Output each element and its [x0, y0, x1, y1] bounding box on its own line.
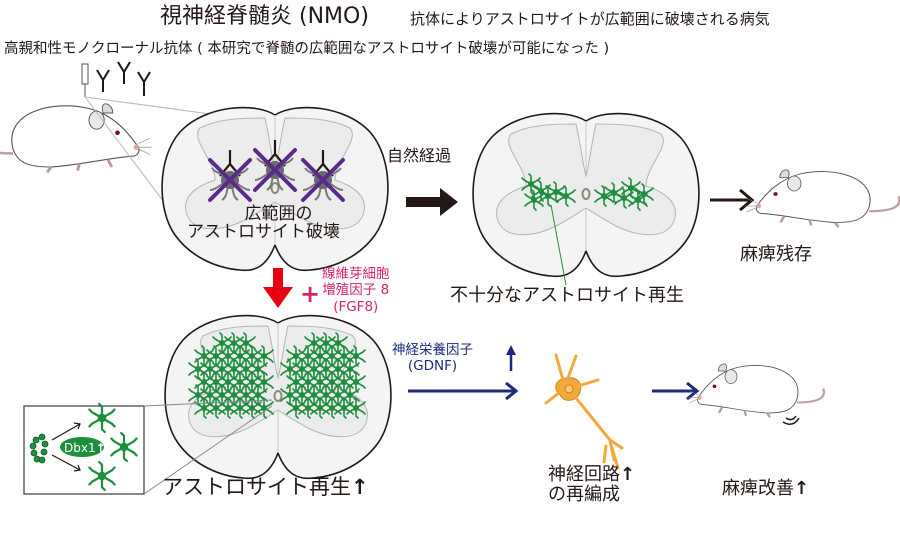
ependymal-cell-cluster-icon [29, 433, 49, 464]
circuit-line2: の再編成 [548, 484, 620, 506]
natural-course-label: 自然経過 [387, 146, 452, 165]
neuron-icon [544, 353, 624, 470]
motion-lines [782, 415, 800, 425]
inset-panel [23, 399, 273, 495]
lesion-label-line1: 広範囲の [244, 204, 313, 224]
gdnf-line2: (GDNF) [407, 358, 458, 375]
up-arrow-icon: ↑ [351, 475, 369, 499]
improve-text: 麻痺改善 [722, 478, 794, 499]
fgf8-line2: 増殖因子 8 [322, 282, 390, 299]
fgf8-line3: (FGF8) [333, 298, 379, 315]
treatment-arrow [263, 268, 293, 308]
regen-text: アストロサイト再生 [162, 475, 351, 499]
paralysis-remains-label: 麻痺残存 [740, 244, 812, 265]
spinal-cord-insufficient-regen [472, 112, 700, 278]
up-arrow-icon: ↑ [794, 478, 810, 499]
antibody-note: 高親和性モノクローナル抗体 ( 本研究で脊髄の広範囲なアストロサイト破壊が可能に… [4, 41, 610, 57]
gdnf-arrow [408, 345, 519, 401]
pointer-line [550, 204, 567, 286]
mouse-icon [686, 362, 826, 419]
paralysis-improved-label: 麻痺改善↑ [722, 480, 809, 498]
mouse-icon [0, 102, 154, 174]
page-subtitle: 抗体によりアストロサイトが広範囲に破壊される病気 [410, 10, 770, 28]
gdnf-label: 神経栄養因子 (GDNF) [392, 342, 473, 375]
circuit-rewiring-label: 神経回路↑ の再編成 [548, 464, 636, 506]
fgf8-label: 線維芽細胞 増殖因子 8 (FGF8) [322, 266, 390, 315]
mouse-icon [743, 168, 900, 229]
astrocyte-regen-label: アストロサイト再生↑ [162, 477, 369, 498]
circuit-line1: 神経回路 [548, 464, 620, 485]
spinal-cord-regenerated [164, 314, 392, 480]
dbx1-text: Dbx1 [64, 441, 96, 455]
syringe-icon [81, 63, 89, 97]
page-title: 視神経脊髄炎 (NMO) [160, 4, 369, 29]
up-arrow-icon: ↑ [95, 441, 106, 455]
fgf8-line1: 線維芽細胞 [322, 266, 390, 282]
dbx1-badge: Dbx1↑ [64, 441, 106, 455]
up-arrow-icon: ↑ [620, 464, 636, 485]
natural-course-arrow [406, 188, 458, 216]
gdnf-line1: 神経栄養因子 [392, 342, 473, 358]
outcome-arrow-bottom [652, 381, 700, 401]
spinal-cord-damaged [161, 106, 389, 272]
outcome-arrow-top [710, 188, 755, 212]
lesion-label: 広範囲の アストロサイト破壊 [187, 204, 340, 242]
lesion-label-line2: アストロサイト破壊 [187, 221, 340, 242]
plus-symbol: + [300, 280, 321, 308]
insufficient-regen-label: 不十分なアストロサイト再生 [450, 285, 684, 306]
antibody-y-icon [96, 61, 151, 96]
